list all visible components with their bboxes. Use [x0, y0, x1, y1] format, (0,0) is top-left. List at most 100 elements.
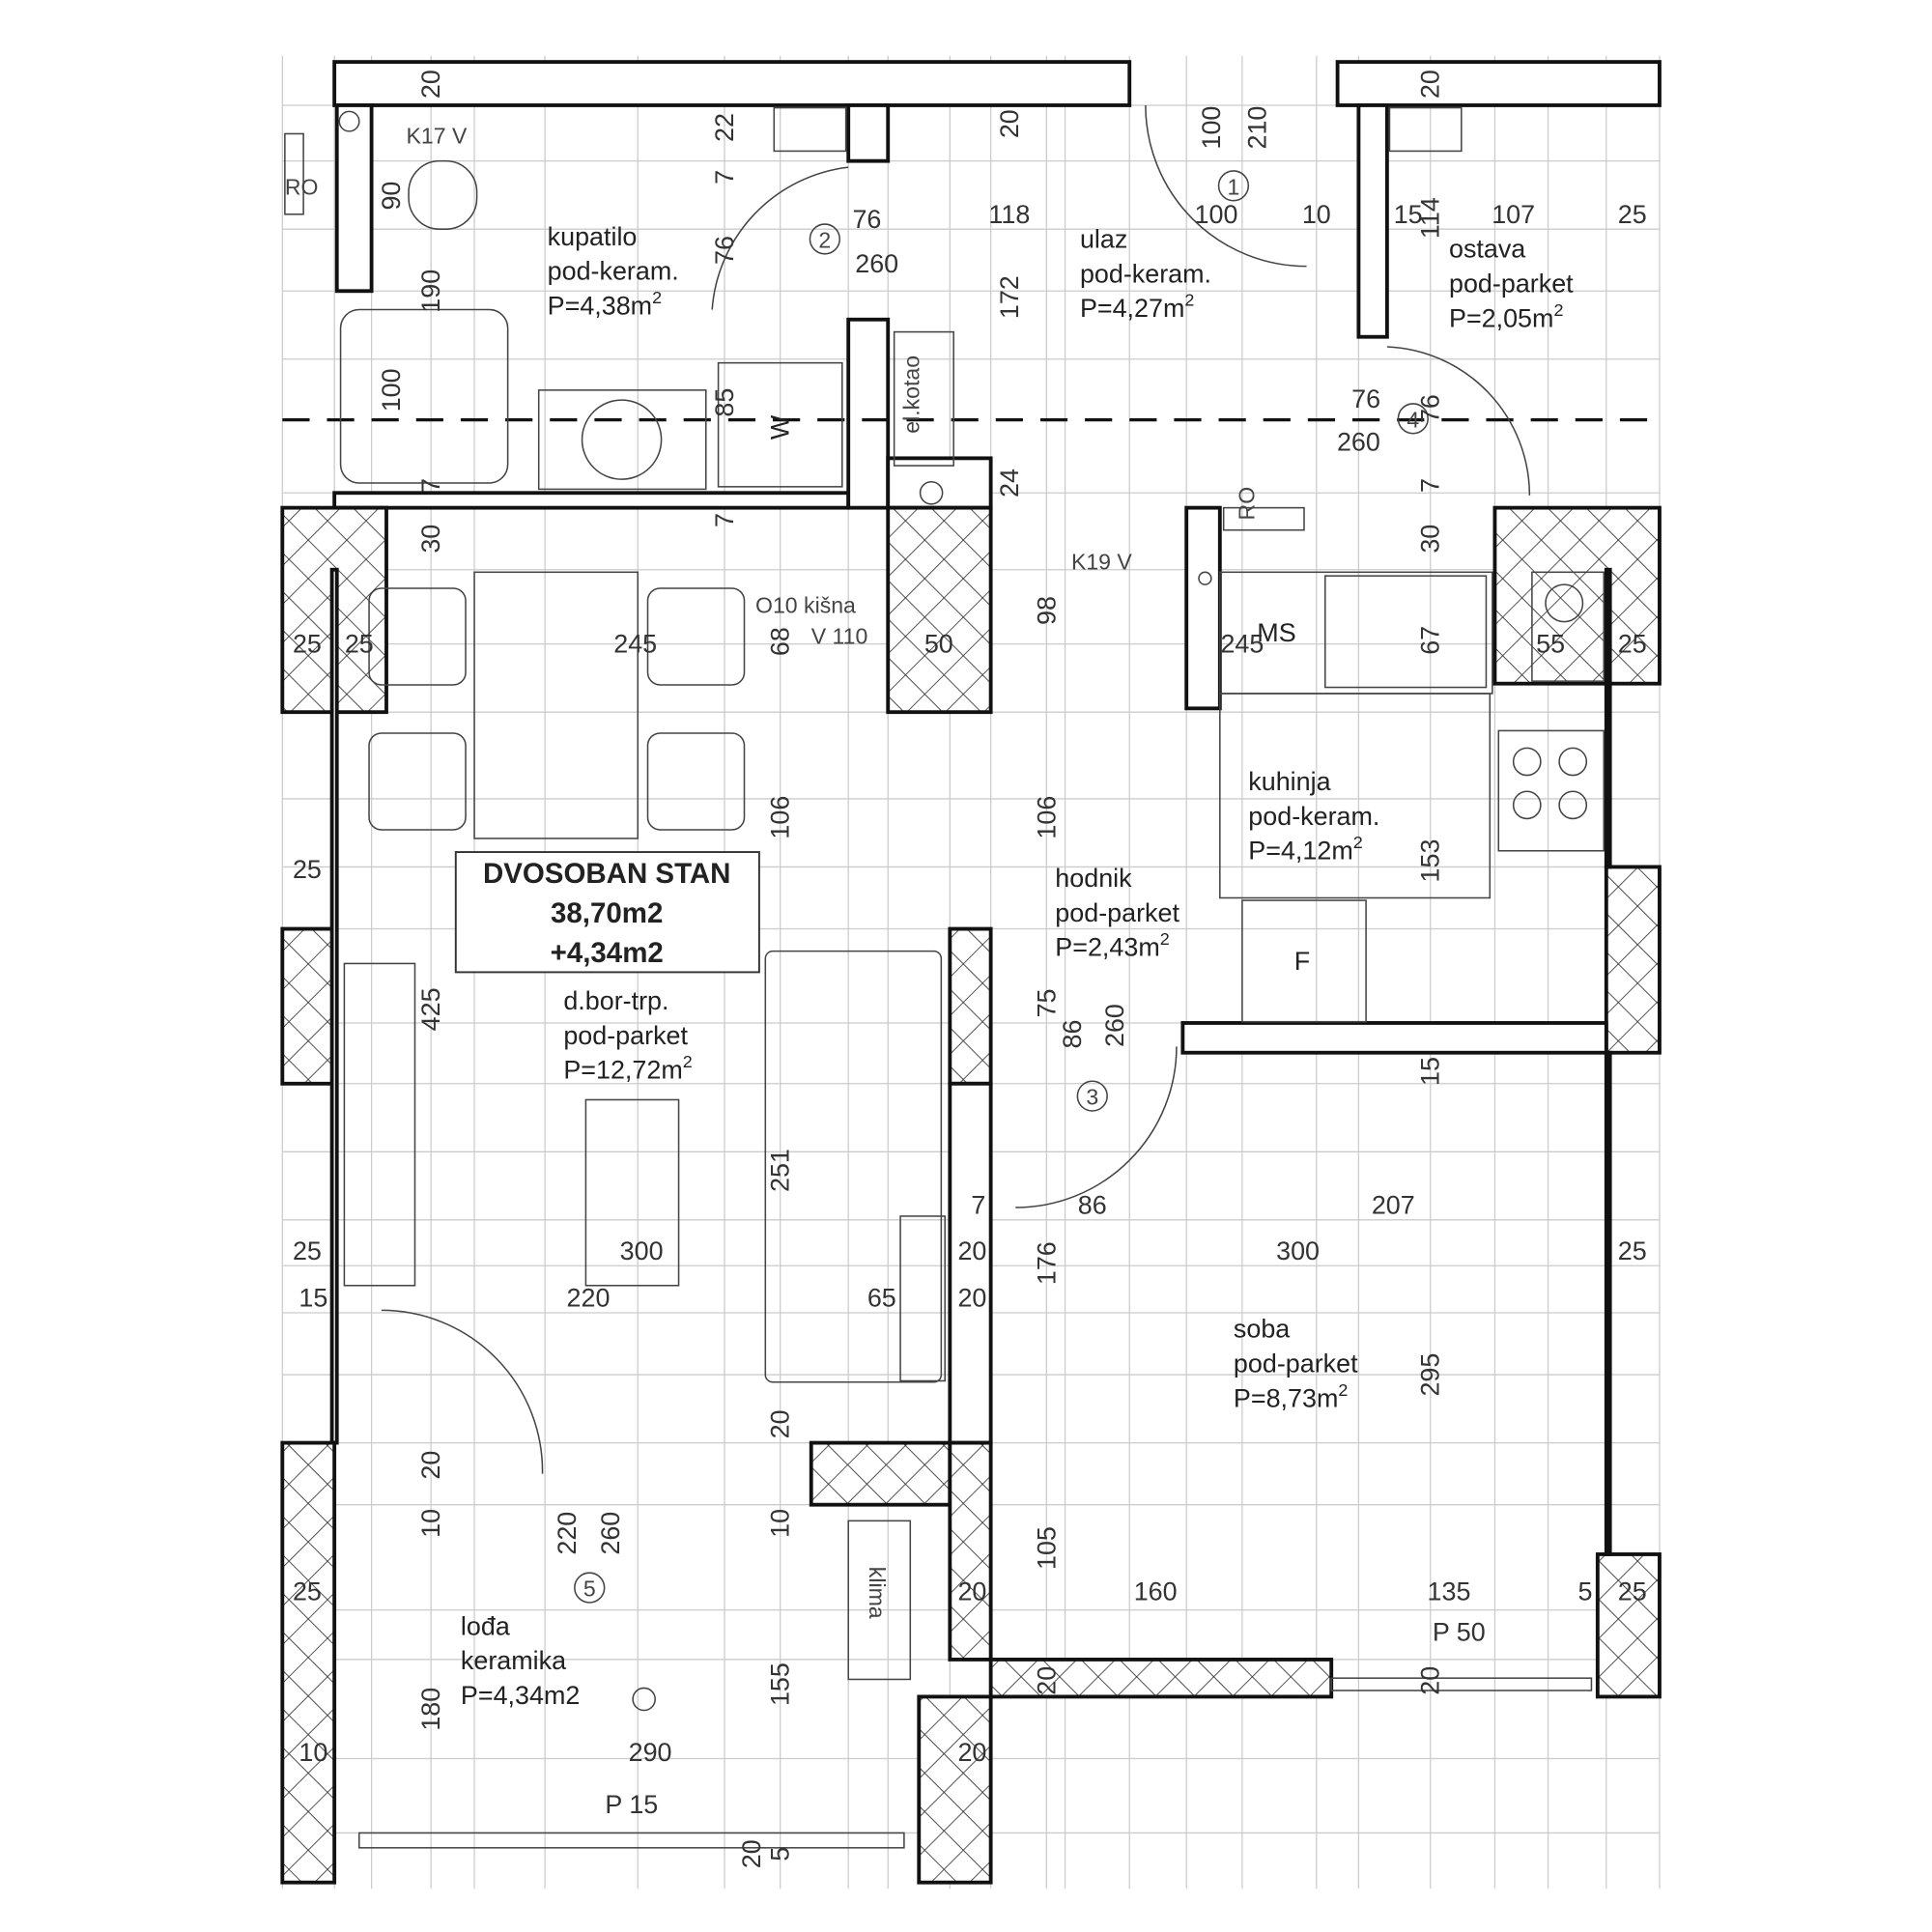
dimension-label: 10	[416, 1509, 445, 1538]
dimension-label: 25	[293, 855, 322, 884]
dimension-label: 245	[1220, 630, 1264, 659]
dimension-label: 153	[1416, 839, 1445, 883]
room-hodnik-name: hodnik	[1055, 864, 1132, 893]
door-number-circle	[1076, 1080, 1108, 1112]
dimension-label: 15	[298, 1284, 327, 1313]
title-extra-area: +4,34m2	[551, 937, 664, 969]
dimension-label: 20	[957, 1577, 986, 1605]
room-soba-floor: pod-parket	[1234, 1350, 1358, 1378]
door-number-circle	[574, 1572, 606, 1604]
dimension-label: 5	[766, 1847, 795, 1861]
window-icon	[358, 1832, 905, 1849]
door-number-circle	[809, 223, 841, 255]
radiator-icon	[1222, 506, 1305, 531]
room-ostava-area: P=2,05m2	[1449, 300, 1563, 333]
dimension-label: 20	[766, 1409, 795, 1438]
dimension-label: 25	[1618, 1577, 1647, 1605]
room-kuhinja-area: P=4,12m2	[1248, 833, 1362, 866]
room-dnevna-area: P=12,72m2	[563, 1052, 692, 1085]
coffee-table	[584, 1098, 680, 1287]
dimension-label: 220	[567, 1284, 611, 1313]
dimension-label: 300	[1276, 1236, 1320, 1265]
area-value: P=4,38m	[548, 292, 652, 321]
dimension-label: 20	[957, 1236, 986, 1265]
room-kupatilo-area: P=4,38m2	[548, 288, 662, 321]
dimension-label: 100	[377, 368, 406, 412]
vent-pipe-icon	[338, 110, 360, 132]
misc-labels: K17 V RO RO W el.kotao K19 V O10 kišna V…	[285, 124, 1310, 1619]
room-kuhinja-floor: pod-keram.	[1248, 802, 1379, 831]
dimension-label: 68	[766, 627, 795, 656]
dimension-label: 20	[737, 1839, 766, 1868]
area-superscript: 2	[1553, 300, 1563, 320]
dimension-label: 295	[1416, 1353, 1445, 1397]
dimension-label: 135	[1428, 1577, 1471, 1605]
dimension-label: 300	[620, 1236, 664, 1265]
dimension-label: 260	[1100, 1004, 1129, 1047]
dimension-label: 15	[1394, 200, 1423, 229]
dimension-label: 118	[988, 200, 1030, 229]
area-superscript: 2	[652, 288, 662, 307]
chair-icon	[368, 732, 467, 831]
ms-label: MS	[1257, 618, 1295, 647]
room-kupatilo-name: kupatilo	[548, 222, 638, 251]
dimension-label: 160	[1134, 1577, 1178, 1605]
dimension-label: 425	[416, 987, 445, 1031]
dimension-label: 76	[710, 236, 739, 265]
dimension-label: 220	[553, 1512, 582, 1555]
room-hodnik-area: P=2,43m2	[1055, 929, 1169, 962]
door-swing	[381, 1309, 544, 1474]
dimension-label: 22	[710, 113, 739, 142]
dimension-label: 24	[995, 469, 1024, 497]
room-dnevna-name: d.bor-trp.	[563, 986, 668, 1015]
room-ostava-name: ostava	[1449, 235, 1525, 264]
dimension-label: 176	[1032, 1241, 1061, 1285]
dimension-label: 86	[1078, 1190, 1107, 1219]
boiler-label: el.kotao	[898, 355, 923, 434]
dimension-label: 7	[416, 478, 445, 493]
door-number: 5	[583, 1577, 596, 1602]
sofa-icon	[764, 950, 943, 1383]
klima-label: klima	[865, 1567, 890, 1619]
dimension-label: 100	[1195, 200, 1238, 229]
title-area: 38,70m2	[551, 897, 663, 929]
dimension-label: 260	[1337, 428, 1380, 457]
room-kuhinja-name: kuhinja	[1248, 767, 1330, 796]
room-lodja-area: P=4,34m2	[461, 1681, 580, 1710]
dimension-label: 207	[1372, 1190, 1415, 1219]
dimension-label: 15	[1416, 1057, 1445, 1086]
ro-label: RO	[285, 174, 319, 199]
dimension-label: 251	[766, 1149, 795, 1192]
washer-label: W	[766, 414, 795, 440]
dimension-label: 25	[1618, 1236, 1647, 1265]
fridge-label: F	[1294, 947, 1310, 976]
dimension-label: 290	[629, 1738, 672, 1767]
area-superscript: 2	[1184, 291, 1194, 310]
dimension-label: P 15	[605, 1790, 658, 1819]
walls	[280, 60, 1662, 1885]
dimension-label: 7	[710, 513, 739, 527]
dimension-label: 25	[1618, 630, 1647, 659]
wardrobe	[343, 962, 416, 1287]
floor-drain-icon	[632, 1687, 656, 1712]
door-number-circle	[1217, 170, 1250, 202]
area-superscript: 2	[1160, 929, 1170, 949]
dimension-label: 65	[867, 1284, 896, 1313]
room-ulaz-name: ulaz	[1080, 224, 1127, 253]
area-value: P=2,43m	[1055, 933, 1159, 962]
dimension-label: 20	[1416, 1666, 1445, 1695]
dimension-label: 25	[345, 630, 374, 659]
dimension-label: 98	[1032, 596, 1061, 625]
dimension-label: 7	[1416, 478, 1445, 493]
dimension-label: 20	[957, 1738, 986, 1767]
dimension-label: 210	[1242, 106, 1271, 150]
dimension-label: 5	[1578, 1577, 1593, 1605]
dimension-label: 100	[1197, 106, 1226, 150]
chair-icon	[646, 587, 746, 686]
k17-label: K17 V	[407, 124, 468, 149]
door-number: 2	[818, 227, 831, 252]
dimension-label: 245	[613, 630, 657, 659]
area-value: P=4,27m	[1080, 294, 1184, 323]
